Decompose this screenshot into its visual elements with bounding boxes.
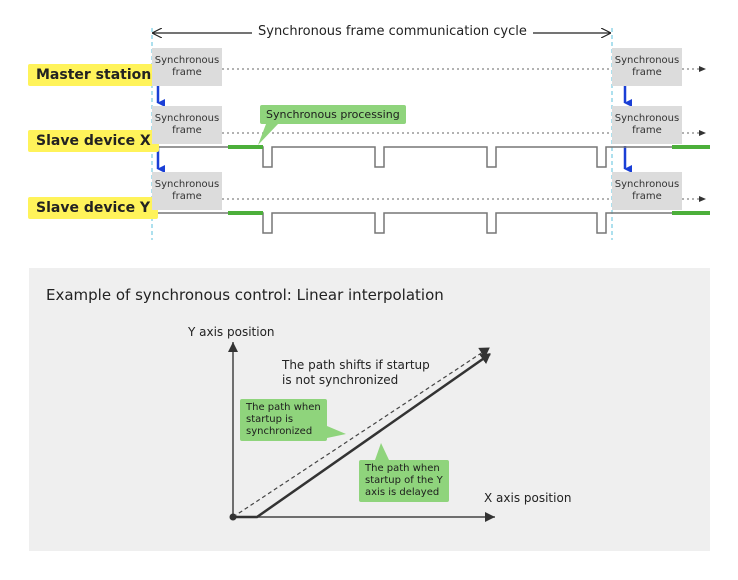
slave-y-sync-window xyxy=(228,211,263,215)
delayed-path xyxy=(233,352,491,519)
sync-processing-pointer xyxy=(258,124,278,145)
slave-y-sync-frame-next: Synchronous frame xyxy=(612,172,682,210)
slave-x-sync-window-next xyxy=(672,145,710,149)
example-title: Example of synchronous control: Linear i… xyxy=(46,286,444,304)
timing-diagram xyxy=(150,28,710,240)
slave-x-label: Slave device X xyxy=(28,130,159,152)
slave-y-label: Slave device Y xyxy=(28,197,159,219)
y-axis-label: Y axis position xyxy=(188,325,275,339)
slave-y-signal xyxy=(150,212,710,234)
slave-y-sync-frame: Synchronous frame xyxy=(152,172,222,210)
master-sync-frame-next: Synchronous frame xyxy=(612,48,682,86)
synced-path-tag: The path when startup is synchronized xyxy=(240,399,327,441)
slave-x-sync-frame-next: Synchronous frame xyxy=(612,106,682,144)
master-sync-frame: Synchronous frame xyxy=(152,48,222,86)
slave-y-sync-window-next xyxy=(672,211,710,215)
delayed-tag-pointer xyxy=(375,443,389,460)
synced-tag-pointer xyxy=(327,426,346,438)
synchronized-path xyxy=(232,347,490,518)
master-station-label: Master station xyxy=(28,64,160,86)
interpolation-graph xyxy=(228,342,495,522)
sync-processing-tag: Synchronous processing xyxy=(260,105,406,124)
slave-x-signal xyxy=(150,146,710,168)
shift-note: The path shifts if startup is not synchr… xyxy=(282,358,430,387)
delayed-path-tag: The path when startup of the Y axis is d… xyxy=(359,460,449,502)
cycle-label: Synchronous frame communication cycle xyxy=(252,24,533,39)
x-axis-label: X axis position xyxy=(484,491,572,505)
slave-x-sync-frame: Synchronous frame xyxy=(152,106,222,144)
slave-x-sync-window xyxy=(228,145,263,149)
example-panel: Example of synchronous control: Linear i… xyxy=(29,268,710,551)
